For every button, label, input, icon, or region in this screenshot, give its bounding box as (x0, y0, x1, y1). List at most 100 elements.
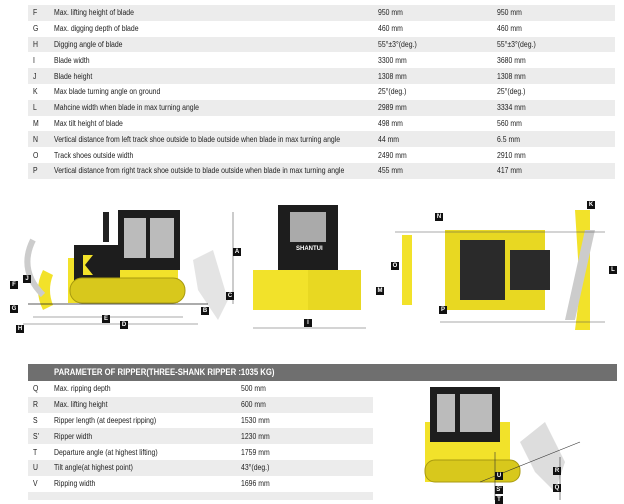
row-letter: V (33, 479, 38, 489)
row-letter: O (33, 150, 39, 160)
table-row: T Departure angle (at highest lifting) 175… (28, 444, 373, 460)
row-value-standard: 25°(deg.) (378, 87, 407, 97)
dim-label-p: P (439, 306, 447, 314)
row-letter: T (33, 447, 38, 457)
row-description: Max. digging depth of blade (54, 24, 139, 34)
row-letter: J (33, 71, 37, 81)
table-row: V Ripping width 1696 mm (28, 476, 373, 492)
row-letter: H (33, 39, 38, 49)
table-row: M Max tilt height of blade 498 mm 560 mm (28, 116, 615, 132)
row-description: Max. lifting height (54, 400, 108, 410)
row-value-wide: 6.5 mm (497, 134, 520, 144)
table-row: O Track shoes outside width 2490 mm 2910 mm (28, 147, 615, 163)
row-value: 1230 mm (241, 431, 270, 441)
dim-label-j: J (23, 275, 31, 283)
row-value: 43°(deg.) (241, 463, 270, 473)
row-description: Blade height (54, 71, 93, 81)
row-value: 1530 mm (241, 415, 270, 425)
row-value-wide: 3680 mm (497, 55, 526, 65)
table-row: L Mahcine width when blade in max turning… (28, 99, 615, 116)
table-row: U Tilt angle(at highest point) 43°(deg.) (28, 459, 373, 476)
row-value: 500 mm (241, 384, 266, 394)
dim-label-r: R (553, 467, 561, 475)
dim-label-q: Q (553, 484, 561, 492)
row-value: 1696 mm (241, 479, 270, 489)
table-row: G Max. digging depth of blade 460 mm 460 mm (28, 21, 615, 37)
row-letter: S (33, 415, 38, 425)
row-description: Vertical distance from right track shoe … (54, 166, 345, 176)
table-row: H Digging angle of blade 55°±3°(deg.) 55°±3… (28, 36, 615, 53)
table-row: S' Ripper width 1230 mm (28, 428, 373, 445)
top-view-diagram (395, 210, 605, 330)
dim-label-a: A (233, 248, 241, 256)
row-description: Departure angle (at highest lifting) (54, 447, 158, 457)
row-letter: G (33, 24, 39, 34)
dim-label-k: K (587, 201, 595, 209)
dim-label-d: D (120, 321, 128, 329)
dim-label-n: N (435, 213, 443, 221)
row-description: Tilt angle(at highest point) (54, 463, 133, 473)
row-description: Ripping width (54, 479, 96, 489)
dim-label-t: T (495, 496, 503, 504)
row-value-wide: 55°±3°(deg.) (497, 39, 536, 49)
row-letter: U (33, 463, 38, 473)
dim-label-s-prime: S' (495, 486, 503, 494)
row-value-standard: 950 mm (378, 8, 403, 18)
row-value-standard: 2490 mm (378, 150, 407, 160)
table-stripe (28, 492, 373, 500)
row-description: Ripper width (54, 431, 93, 441)
row-description: Mahcine width when blade in max turning … (54, 103, 199, 113)
row-description: Max. lifting height of blade (54, 8, 134, 18)
dim-label-i: I (304, 319, 312, 327)
brand-logo: SHANTUI (296, 246, 323, 252)
row-description: Track shoes outside width (54, 150, 134, 160)
row-value-standard: 2989 mm (378, 103, 407, 113)
row-value: 600 mm (241, 400, 266, 410)
row-value-wide: 2910 mm (497, 150, 526, 160)
row-letter: K (33, 87, 38, 97)
row-letter: L (33, 103, 37, 113)
dim-label-c: C (226, 292, 234, 300)
table-row: J Blade height 1308 mm 1308 mm (28, 68, 615, 84)
dim-label-f: F (10, 281, 18, 289)
row-value-wide: 25°(deg.) (497, 87, 526, 97)
row-value-standard: 498 mm (378, 118, 403, 128)
row-value-wide: 417 mm (497, 166, 522, 176)
dim-label-h: H (16, 325, 24, 333)
front-view-diagram (253, 205, 366, 329)
dim-label-b: B (201, 307, 209, 315)
row-value-standard: 455 mm (378, 166, 403, 176)
side-view-diagram (23, 210, 234, 325)
row-description: Max. ripping depth (54, 384, 111, 394)
row-value-standard: 44 mm (378, 134, 400, 144)
row-value-standard: 460 mm (378, 24, 403, 34)
dim-label-u: U (495, 472, 503, 480)
dim-label-g: G (10, 305, 18, 313)
row-value-wide: 950 mm (497, 8, 522, 18)
row-value-wide: 560 mm (497, 118, 522, 128)
ripper-section-header: PARAMETER OF RIPPER(THREE-SHANK RIPPER :… (28, 364, 617, 381)
row-description: Digging angle of blade (54, 39, 123, 49)
dim-label-e: E (102, 315, 110, 323)
row-letter: P (33, 166, 38, 176)
row-description: Max tilt height of blade (54, 118, 123, 128)
row-letter: M (33, 118, 39, 128)
row-value-wide: 1308 mm (497, 71, 526, 81)
table-row: F Max. lifting height of blade 950 mm 950 m… (28, 5, 615, 21)
row-value: 1759 mm (241, 447, 270, 457)
row-value-standard: 1308 mm (378, 71, 407, 81)
dim-label-l: L (609, 266, 617, 274)
dim-label-o: O (391, 262, 399, 270)
row-letter: S' (33, 431, 39, 441)
blade-parameter-table: F Max. lifting height of blade 950 mm 950 m… (28, 5, 615, 179)
row-value-standard: 55°±3°(deg.) (378, 39, 417, 49)
ripper-diagram (424, 387, 581, 500)
row-letter: F (33, 8, 38, 18)
row-value-standard: 3300 mm (378, 55, 407, 65)
ripper-title: PARAMETER OF RIPPER(THREE-SHANK RIPPER :… (54, 367, 275, 377)
row-value-wide: 460 mm (497, 24, 522, 34)
